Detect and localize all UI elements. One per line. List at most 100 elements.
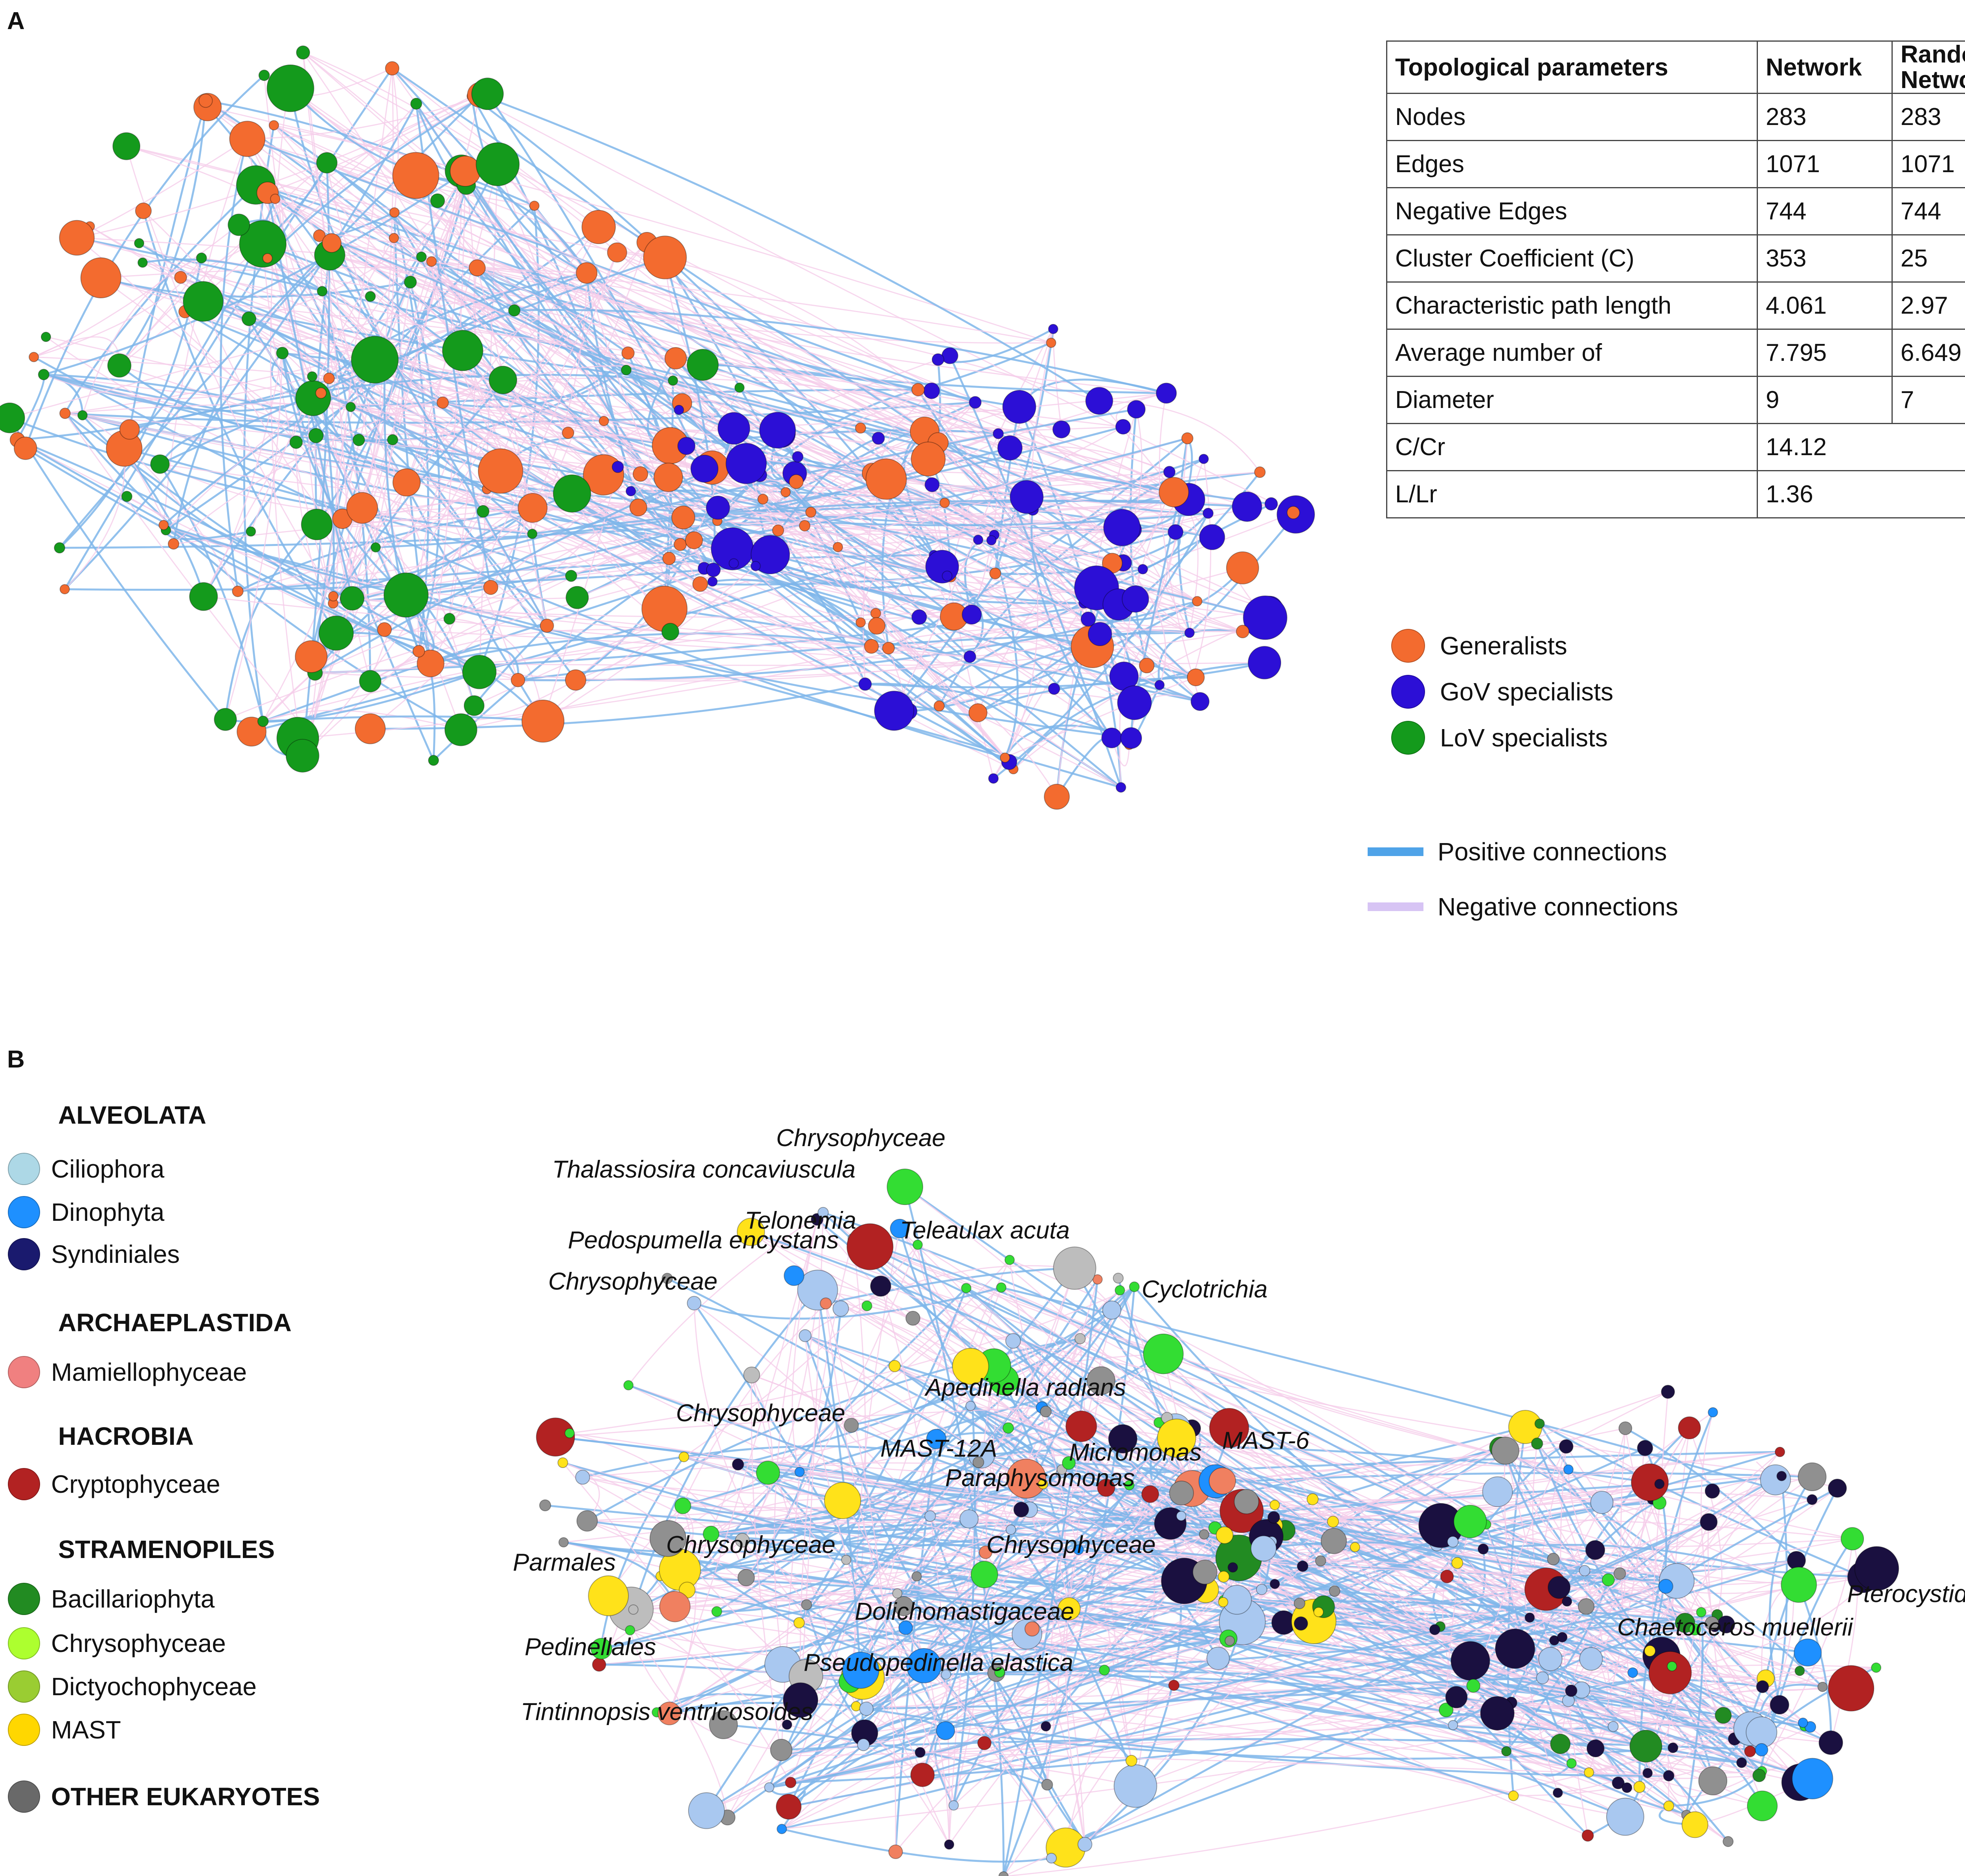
legend-swatch <box>8 1670 40 1703</box>
negative-edge <box>1204 1534 1729 1842</box>
negative-edge <box>978 1462 1070 1609</box>
legend-label: GoV specialists <box>1440 678 1614 706</box>
positive-edge <box>431 260 1019 408</box>
network-node <box>736 1218 765 1246</box>
network-node <box>436 396 449 409</box>
network-node <box>858 677 872 691</box>
network-node <box>913 1239 923 1250</box>
network-node <box>784 1265 804 1286</box>
network-node <box>911 441 946 477</box>
network-node <box>832 1300 849 1317</box>
network-node <box>847 1223 894 1270</box>
network-node <box>1629 1729 1662 1763</box>
negative-edge <box>82 415 992 541</box>
network-node <box>757 494 769 505</box>
network-node <box>1129 1281 1140 1292</box>
network-node <box>1294 1616 1308 1631</box>
network-node <box>239 220 287 268</box>
network-node <box>483 580 498 595</box>
network-node <box>1254 466 1266 478</box>
node-label: Chrysophyceae <box>676 1400 845 1427</box>
network-node <box>410 97 422 110</box>
negative-edge <box>1010 445 1170 473</box>
negative-edge <box>681 402 979 713</box>
network-node <box>296 45 310 60</box>
network-node <box>1798 1718 1808 1728</box>
network-node <box>1807 1494 1818 1505</box>
negative-edge <box>313 397 945 503</box>
network-node <box>443 613 455 625</box>
legend-label: Dictyochophyceae <box>51 1672 257 1701</box>
negative-edge <box>180 277 1147 666</box>
negative-edge <box>321 392 995 574</box>
legend-item: Syndiniales <box>8 1238 180 1270</box>
network-node <box>668 375 678 386</box>
network-node <box>59 220 95 256</box>
negative-edge <box>1041 1407 1619 1784</box>
positive-edge <box>1798 1584 1832 1743</box>
negative-edge <box>303 52 618 253</box>
network-node <box>1065 1410 1097 1442</box>
network-node <box>1350 1542 1360 1553</box>
positive-edge <box>142 258 323 292</box>
negative-edge <box>237 489 487 592</box>
network-node <box>1453 1505 1487 1538</box>
negative-edge <box>924 1534 1205 1667</box>
network-node <box>1092 1274 1103 1285</box>
network-node <box>1534 1418 1545 1429</box>
negative-edge <box>503 379 1054 689</box>
network-node <box>313 229 326 242</box>
negative-edge <box>1052 329 1062 430</box>
network-node <box>977 1736 992 1750</box>
negative-edge <box>1223 1601 1530 1635</box>
legend-swatch <box>8 1583 40 1615</box>
legend-label: Chrysophyceae <box>51 1629 226 1657</box>
network-node <box>316 152 338 174</box>
network-node <box>777 1824 787 1834</box>
network-node <box>135 202 152 219</box>
network-node <box>1840 1527 1864 1551</box>
network-node <box>315 387 327 399</box>
positive-edge <box>1669 1775 1760 1807</box>
negative-edge <box>430 252 618 664</box>
negative-edge <box>1065 1501 1247 1848</box>
legend-label: Bacillariophyta <box>51 1585 215 1613</box>
network-node <box>799 520 811 532</box>
network-node <box>1115 419 1131 435</box>
negative-edge <box>503 365 674 383</box>
network-node <box>1480 1696 1515 1731</box>
network-node <box>888 1360 901 1373</box>
network-node <box>948 1800 959 1811</box>
network-node <box>1508 1790 1519 1801</box>
network-node <box>28 352 39 362</box>
network-node <box>464 695 485 716</box>
node-label: Teleaulax acuta <box>900 1217 1070 1244</box>
network-node <box>1190 692 1210 711</box>
network-node <box>729 558 739 569</box>
network-node <box>1448 1720 1458 1731</box>
network-node <box>1004 1255 1015 1265</box>
network-node <box>963 650 976 663</box>
network-node <box>257 715 269 727</box>
network-node <box>783 1682 819 1718</box>
network-node <box>743 1366 760 1384</box>
network-node <box>662 551 676 565</box>
network-node <box>1606 1797 1644 1836</box>
legend-swatch <box>8 1238 40 1270</box>
positive-edge <box>17 439 480 673</box>
node-label: Telonemia <box>745 1207 856 1234</box>
positive-edge <box>1539 1422 1864 1578</box>
network-node <box>1256 1584 1267 1595</box>
negative-edge <box>660 1575 1046 1727</box>
legend-swatch <box>8 1468 40 1500</box>
negative-edge <box>804 1336 923 1775</box>
network-node <box>859 1701 874 1716</box>
negative-edge <box>938 442 1089 619</box>
negative-edge <box>532 533 1006 758</box>
network-node <box>1715 1707 1732 1724</box>
network-node <box>657 1701 681 1725</box>
network-node <box>307 371 318 382</box>
network-node <box>511 672 525 687</box>
network-node <box>861 1300 872 1312</box>
